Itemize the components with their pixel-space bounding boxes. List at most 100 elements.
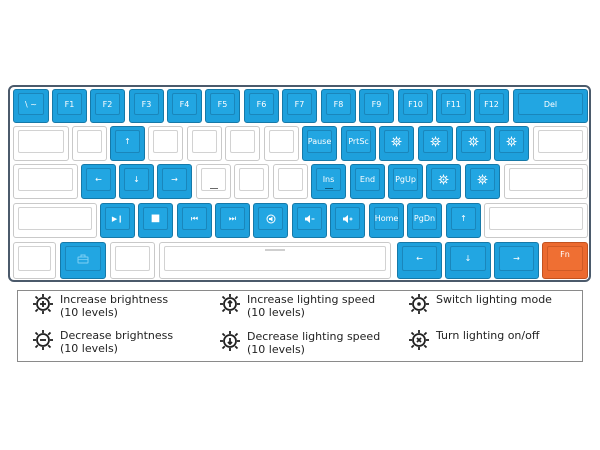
key-s-down[interactable]: ↓ [119,164,154,199]
key-f5[interactable]: F5 [205,89,240,123]
key-w-up[interactable]: ↑ [110,126,145,161]
key-label: F12 [484,99,499,109]
space-mark [265,249,285,251]
toggle-legend-icon [409,330,429,350]
arrow-up-icon: ↑ [460,214,467,223]
key-label: F10 [408,99,423,109]
key-f7[interactable]: F7 [282,89,317,123]
key-brightness-up[interactable] [379,126,414,161]
legend-text: Decrease brightness [60,329,174,342]
key-del[interactable]: Del [513,89,588,123]
key-prtsc[interactable]: PrtSc [341,126,376,161]
key-ins[interactable]: Ins [311,164,346,199]
legend-text: Increase brightness [60,293,169,306]
key-label: F11 [446,99,461,109]
key-a-left[interactable]: ← [81,164,116,199]
legend-subtext: (10 levels) [60,306,118,319]
key-label: F7 [294,99,305,109]
key-lshift[interactable] [13,203,97,238]
legend-subtext: (10 levels) [60,342,118,355]
key-tab[interactable] [13,126,69,161]
key-tilde[interactable]: \ ~ [13,89,49,123]
key-f6[interactable]: F6 [244,89,279,123]
legend-item-increase-speed: Increase lighting speed(10 levels) [219,293,375,319]
key-end[interactable]: End [350,164,385,199]
key-up[interactable]: ↑ [446,203,481,238]
key-label: \ ~ [25,99,37,109]
key-pgdn[interactable]: PgDn [407,203,442,238]
key-lighting-mode[interactable] [426,164,461,199]
key-next-track[interactable]: ⏭ [215,203,250,238]
volume-down-icon [304,214,314,223]
key-win-lock[interactable] [60,242,106,279]
key-g[interactable] [234,164,269,199]
legend-text: Switch lighting mode [436,293,552,306]
legend-item-decrease-speed: Decrease lighting speed(10 levels) [219,330,380,356]
key-pgup[interactable]: PgUp [388,164,423,199]
key-label: End [359,175,376,184]
key-t[interactable] [225,126,260,161]
lock-icon [77,254,89,263]
key-right[interactable]: → [494,242,539,279]
key-pause[interactable]: Pause [302,126,337,161]
key-speed-down[interactable] [494,126,529,161]
key-f3[interactable]: F3 [129,89,164,123]
key-q[interactable] [72,126,107,161]
key-lighting-toggle[interactable] [465,164,500,199]
key-down[interactable]: ↓ [445,242,491,279]
home-bump [324,188,333,189]
key-caps[interactable] [13,164,78,199]
legend-item-toggle-lighting: Turn lighting on/off [408,329,539,351]
key-label: PgDn [413,214,436,223]
key-stop[interactable]: ■ [138,203,173,238]
key-play-pause[interactable]: ▶❙ [100,203,135,238]
key-f12[interactable]: F12 [474,89,509,123]
key-f1[interactable]: F1 [52,89,87,123]
key-enter[interactable] [504,164,588,199]
key-f[interactable] [196,164,231,199]
key-label: F2 [102,99,113,109]
key-d-right[interactable]: → [157,164,192,199]
arrow-down-icon: ↓ [464,254,472,263]
legend-text: Increase lighting speed [247,293,376,306]
key-rshift[interactable] [484,203,588,238]
key-label: F9 [371,99,382,109]
key-volume-down[interactable] [292,203,327,238]
key-speed-up[interactable] [456,126,491,161]
legend-item-increase-brightness: Increase brightness(10 levels) [32,293,168,319]
key-lalt[interactable] [110,242,155,279]
key-backslash[interactable] [533,126,588,161]
key-y[interactable] [264,126,299,161]
brightness-down-icon [430,136,441,147]
key-lctrl[interactable] [13,242,56,279]
key-f11[interactable]: F11 [436,89,471,123]
key-label: F5 [217,99,228,109]
key-prev-track[interactable]: ⏮ [177,203,212,238]
key-r[interactable] [187,126,222,161]
key-left[interactable]: ← [397,242,442,279]
key-label: Del [543,99,558,109]
key-volume-up[interactable] [330,203,365,238]
key-f10[interactable]: F10 [398,89,433,123]
key-e[interactable] [148,126,183,161]
key-f2[interactable]: F2 [90,89,125,123]
legend-subtext: (10 levels) [247,343,305,356]
key-mute[interactable] [253,203,288,238]
key-label: Home [374,214,399,223]
key-f4[interactable]: F4 [167,89,202,123]
arrow-left-icon: ← [416,254,423,263]
key-space[interactable] [159,242,391,279]
key-label: F8 [333,99,344,109]
key-home[interactable]: Home [369,203,404,238]
legend-box [17,290,583,362]
key-label: F1 [64,99,75,109]
key-h[interactable] [273,164,308,199]
legend-subtext: (10 levels) [247,306,305,319]
key-fn[interactable]: Fn [542,242,588,279]
key-f8[interactable]: F8 [321,89,356,123]
arrow-down-icon: ↓ [133,175,140,184]
arrow-right-icon: → [513,254,520,263]
key-label: Fn [560,250,570,259]
key-brightness-down[interactable] [418,126,453,161]
key-f9[interactable]: F9 [359,89,394,123]
